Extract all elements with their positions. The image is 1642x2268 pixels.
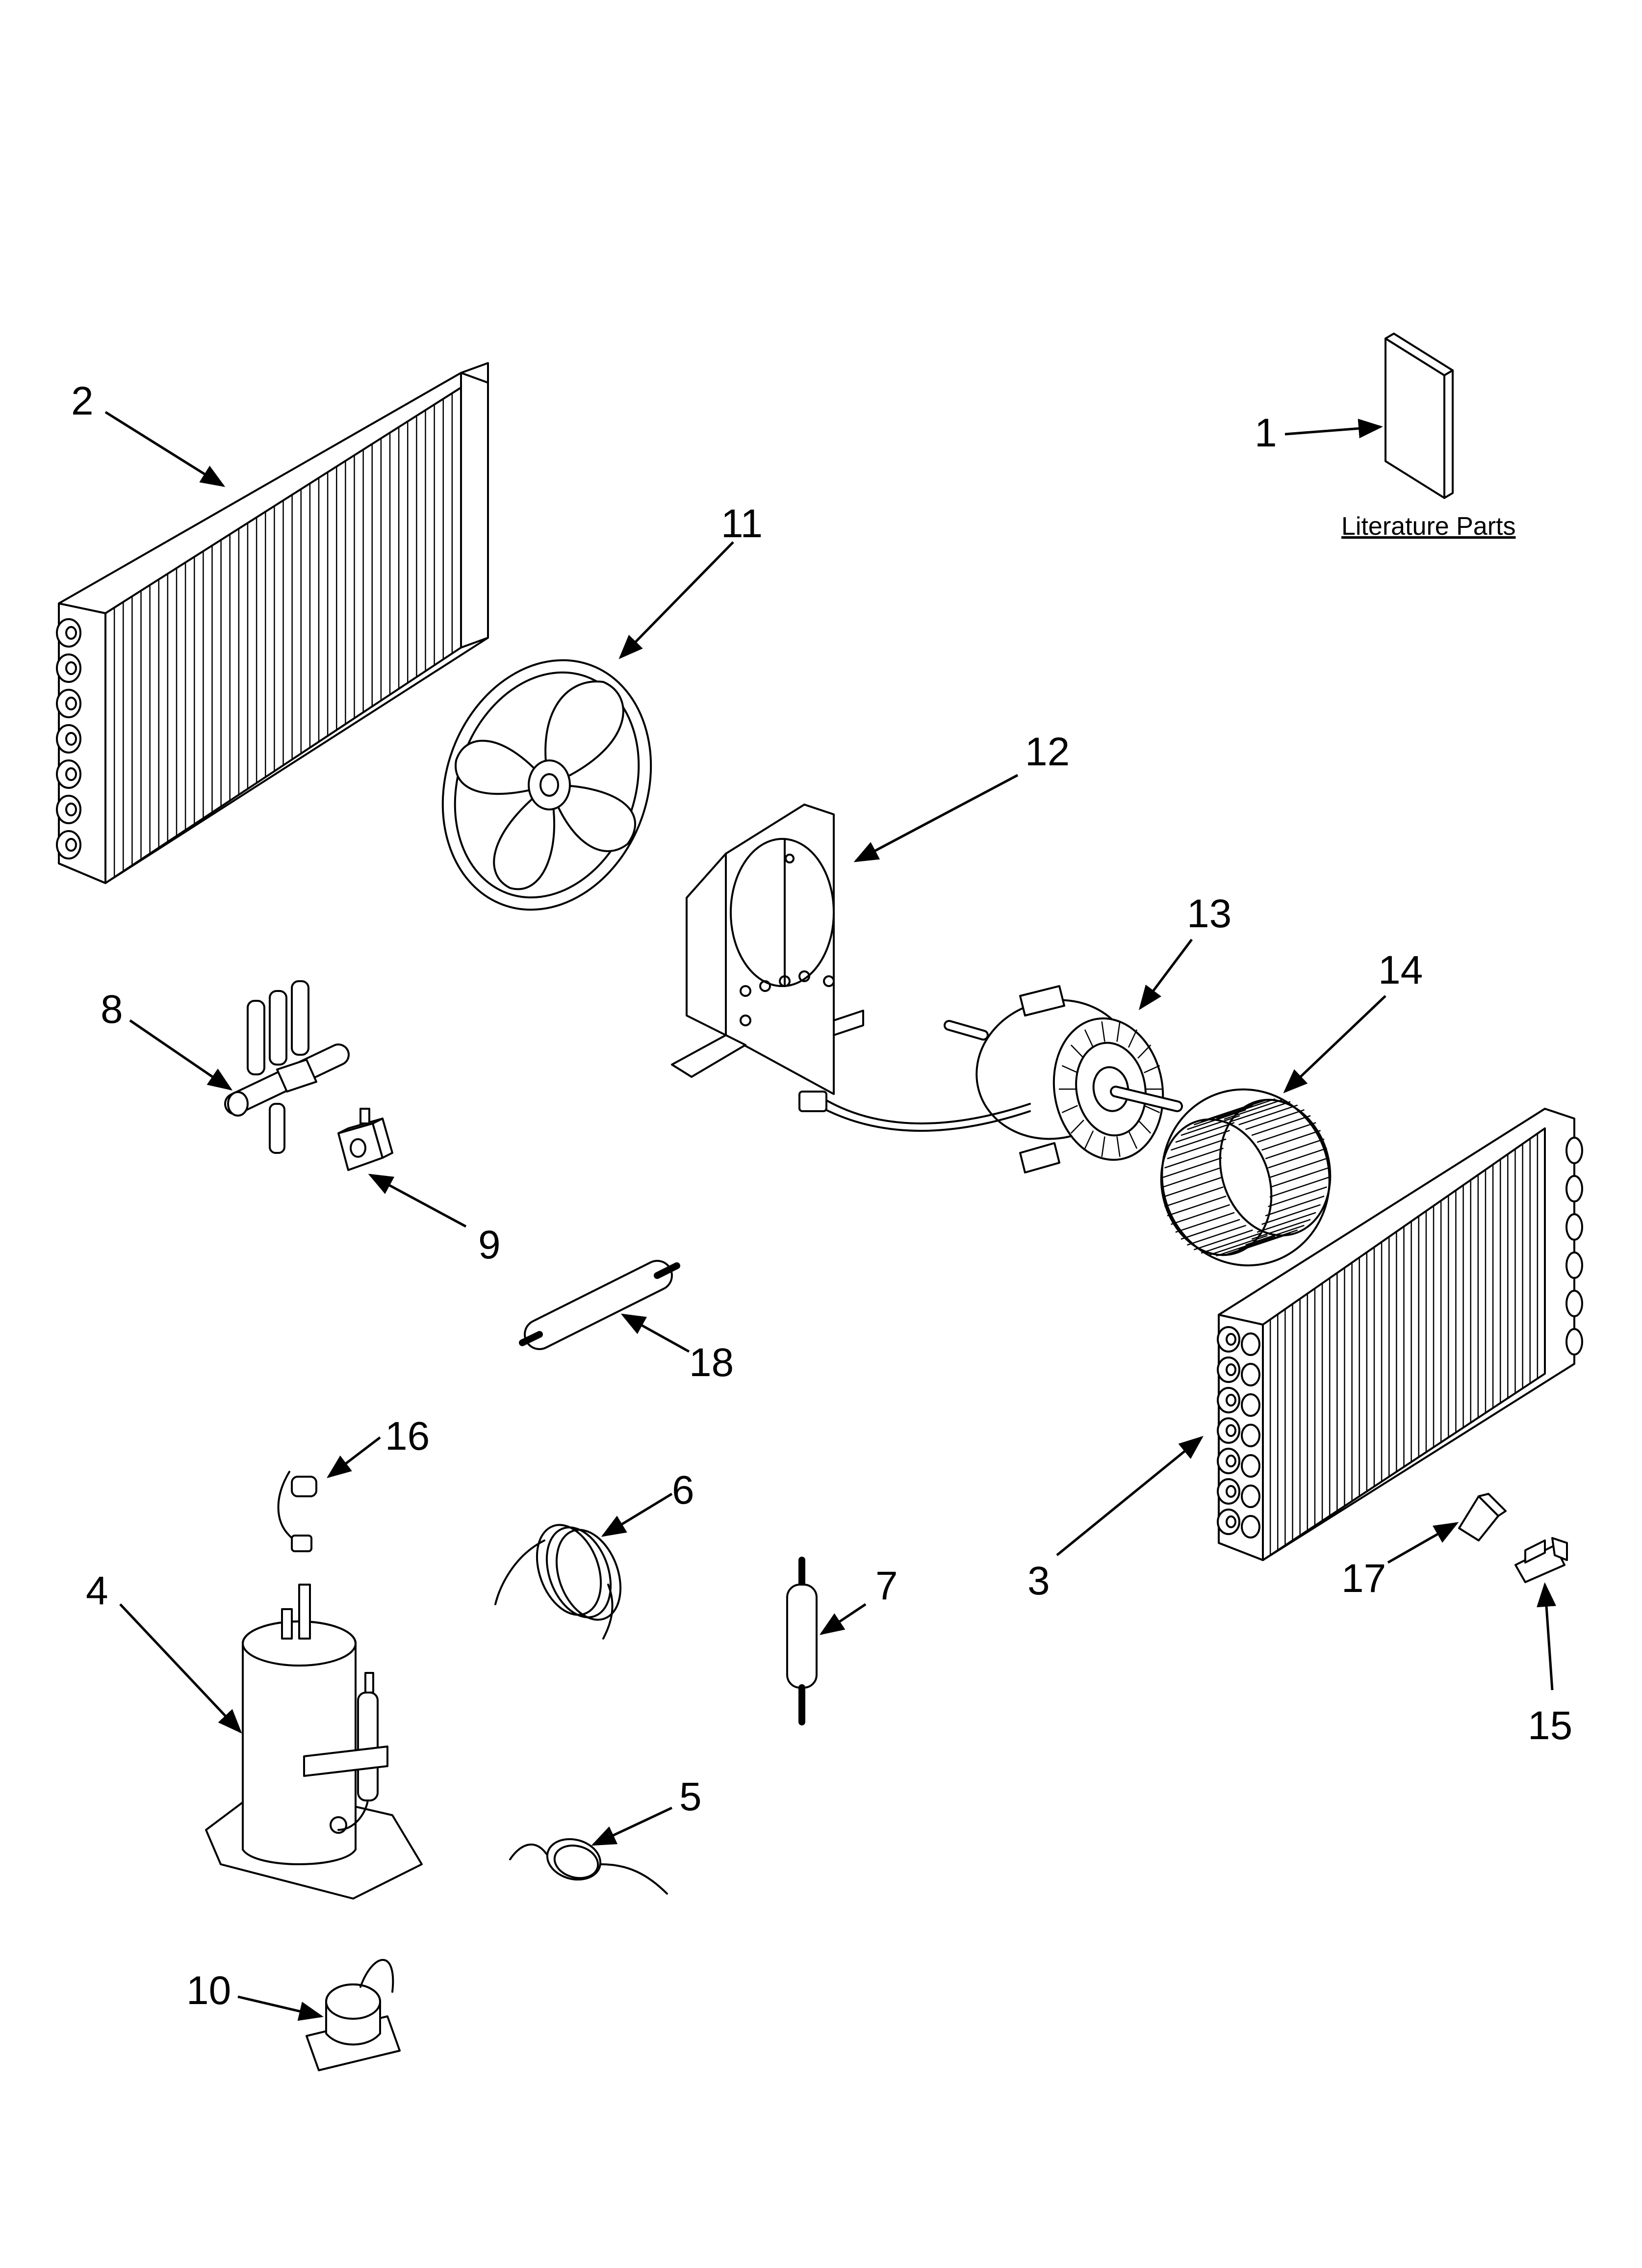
part-12-motor-bracket[interactable] (671, 804, 864, 1095)
part-10-overload-protector[interactable] (306, 1959, 401, 2071)
part-6-coil-tubing[interactable] (494, 1516, 632, 1640)
condenser-fins (104, 388, 462, 883)
callout-18: 18 (689, 1340, 734, 1385)
part-11-fan-blade[interactable] (409, 631, 685, 939)
callout-8: 8 (101, 987, 123, 1032)
callout-4: 4 (86, 1568, 108, 1613)
part-14-blower-wheel[interactable] (1142, 1070, 1349, 1284)
part-16-sensor[interactable] (277, 1471, 317, 1552)
part-1-literature-booklet[interactable] (1385, 333, 1454, 499)
part-17-clip[interactable] (1458, 1493, 1507, 1541)
callout-2: 2 (71, 379, 94, 423)
part-3-evaporator-coil[interactable] (1217, 1108, 1583, 1561)
callout-17: 17 (1341, 1556, 1386, 1601)
callout-numbers: 1 2 3 4 5 6 7 8 9 10 11 12 13 14 15 16 1… (71, 379, 1572, 2013)
evaporator-fins (1262, 1128, 1546, 1560)
callout-9: 9 (478, 1223, 501, 1267)
callout-14: 14 (1378, 948, 1423, 992)
part-13-fan-motor[interactable] (798, 983, 1183, 1173)
part-8-reversing-valve[interactable] (224, 980, 350, 1154)
part-2-condenser-coil[interactable] (56, 362, 489, 884)
part-15-bracket-clip[interactable] (1514, 1537, 1568, 1583)
callout-16: 16 (385, 1414, 430, 1459)
part-7-filter-drier[interactable] (786, 1557, 818, 1725)
callout-13: 13 (1187, 891, 1232, 936)
callout-10: 10 (186, 1968, 231, 2013)
callout-5: 5 (679, 1774, 702, 1819)
part-9-solenoid-coil[interactable] (337, 1108, 393, 1171)
callout-6: 6 (672, 1468, 694, 1512)
part-4-compressor[interactable] (205, 1584, 423, 1900)
part-5-capillary-tube[interactable] (509, 1833, 668, 1895)
evaporator-rear-bends (1565, 1137, 1583, 1356)
motor-cooling-ribs (1059, 1021, 1163, 1157)
callout-1: 1 (1255, 411, 1277, 455)
callout-15: 15 (1528, 1703, 1572, 1748)
callout-7: 7 (875, 1564, 898, 1608)
callout-12: 12 (1025, 730, 1070, 774)
literature-parts-label: Literature Parts (1341, 512, 1516, 541)
callout-11: 11 (721, 501, 763, 546)
part-18-accumulator[interactable] (519, 1260, 680, 1350)
condenser-return-bends (56, 618, 81, 860)
evaporator-return-bends (1217, 1326, 1260, 1538)
callout-3: 3 (1027, 1559, 1050, 1603)
leader-lines (104, 411, 1557, 2021)
